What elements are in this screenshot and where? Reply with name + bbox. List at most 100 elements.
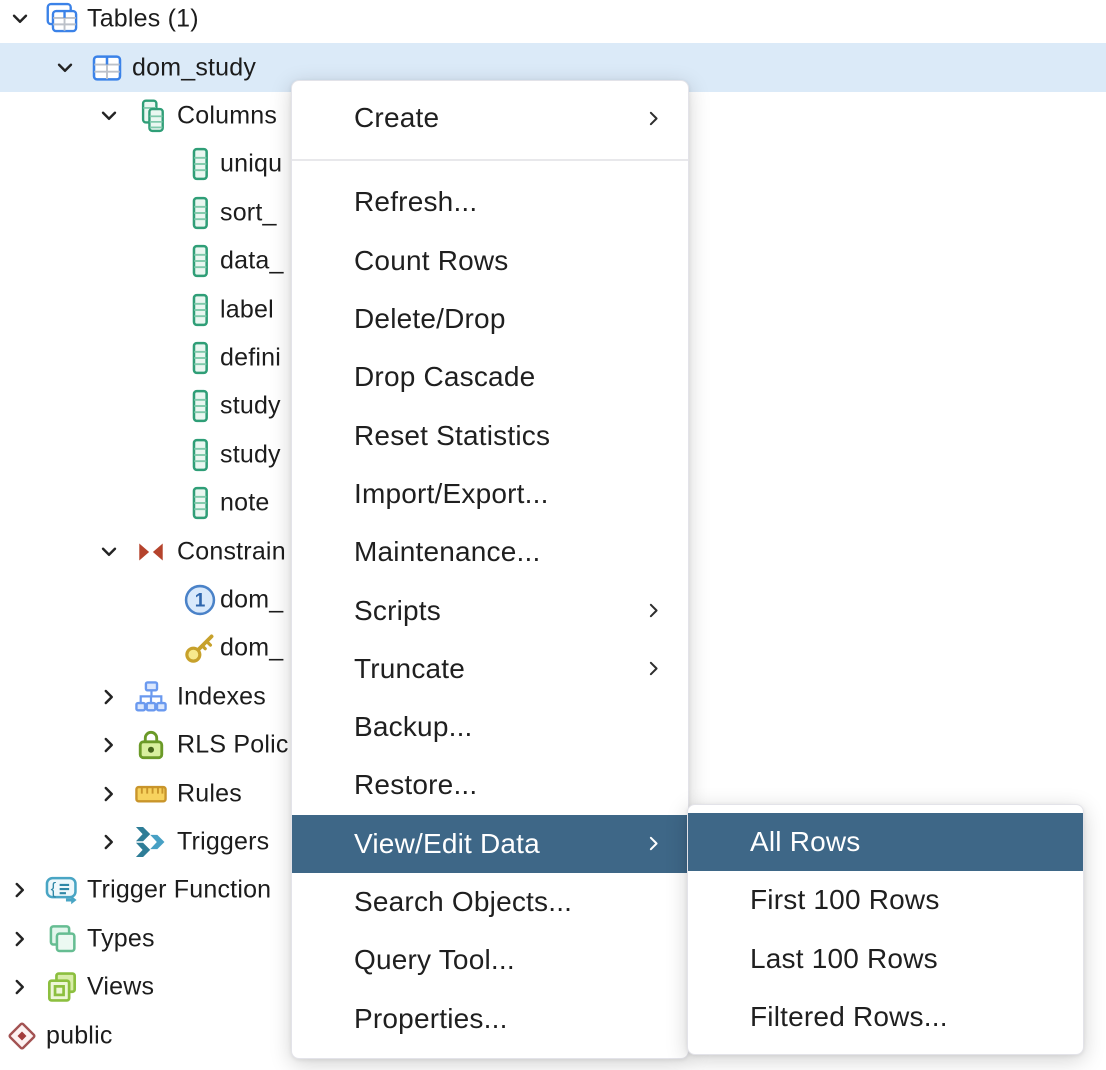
constraints-icon xyxy=(132,533,170,571)
column-icon xyxy=(181,484,219,522)
chevron-down-icon[interactable] xyxy=(98,105,120,127)
menu-item-drop-cascade[interactable]: Drop Cascade xyxy=(292,348,688,406)
table-context-menu: CreateRefresh... Count RowsDelete/DropDro… xyxy=(291,80,689,1059)
menu-item-query-tool[interactable]: Query Tool... xyxy=(292,931,688,989)
menu-item-create[interactable]: Create xyxy=(292,89,688,147)
menu-item-label: Drop Cascade xyxy=(354,361,535,393)
menu-item-label: Truncate xyxy=(354,653,465,685)
tree-item-label: Constrain xyxy=(177,537,286,566)
menu-item-count-rows[interactable]: Count Rows xyxy=(292,232,688,290)
tree-item-label: dom_study xyxy=(132,53,256,82)
column-icon xyxy=(181,242,219,280)
menu-item-label: Scripts xyxy=(354,595,441,627)
menu-item-label: Import/Export... xyxy=(354,478,549,510)
menu-item-backup[interactable]: Backup... xyxy=(292,698,688,756)
chevron-right-icon[interactable] xyxy=(98,783,120,805)
menu-item-import-export[interactable]: Import/Export... xyxy=(292,465,688,523)
tree-item-label: Views xyxy=(87,973,154,1002)
menu-item-delete-drop[interactable]: Delete/Drop xyxy=(292,290,688,348)
menu-item-label: Refresh... xyxy=(354,186,477,218)
menu-item-label: Count Rows xyxy=(354,245,509,277)
chevron-right-icon[interactable] xyxy=(98,734,120,756)
column-icon xyxy=(181,145,219,183)
tree-item-label: uniqu xyxy=(220,150,282,179)
column-icon xyxy=(181,339,219,377)
column-icon xyxy=(181,436,219,474)
submenu-arrow-icon xyxy=(643,833,664,854)
menu-item-view-edit-data[interactable]: View/Edit Data xyxy=(292,815,688,873)
chevron-right-icon[interactable] xyxy=(9,928,31,950)
triggers-icon xyxy=(132,823,170,861)
menu-item-all-rows[interactable]: All Rows xyxy=(688,813,1083,871)
tree-item-label: sort_ xyxy=(220,198,277,227)
menu-item-last-100-rows[interactable]: Last 100 Rows xyxy=(688,930,1083,988)
menu-item-truncate[interactable]: Truncate xyxy=(292,640,688,698)
submenu-arrow-icon xyxy=(643,600,664,621)
primary-key-icon xyxy=(181,629,219,667)
indexes-icon xyxy=(132,678,170,716)
chevron-down-icon[interactable] xyxy=(9,8,31,30)
tree-item-label: Indexes xyxy=(177,682,266,711)
chevron-down-icon[interactable] xyxy=(54,57,76,79)
tree-item-label: study xyxy=(220,440,281,469)
menu-separator xyxy=(292,159,688,161)
tree-item-label: defini xyxy=(220,343,281,372)
chevron-right-icon[interactable] xyxy=(9,976,31,998)
menu-item-search-objects[interactable]: Search Objects... xyxy=(292,873,688,931)
columns-icon xyxy=(132,97,170,135)
types-icon xyxy=(43,920,81,958)
menu-item-maintenance[interactable]: Maintenance... xyxy=(292,523,688,581)
menu-item-label: Create xyxy=(354,102,439,134)
menu-item-label: Maintenance... xyxy=(354,536,540,568)
tree-item-label: Rules xyxy=(177,779,242,808)
chevron-right-icon[interactable] xyxy=(9,879,31,901)
check-constraint-icon: 1 xyxy=(181,581,219,619)
menu-item-label: Delete/Drop xyxy=(354,303,506,335)
menu-item-label: Properties... xyxy=(354,1003,508,1035)
menu-item-refresh[interactable]: Refresh... xyxy=(292,173,688,231)
view-edit-data-submenu: All RowsFirst 100 RowsLast 100 RowsFilte… xyxy=(687,804,1084,1055)
menu-item-label: Restore... xyxy=(354,769,477,801)
menu-item-label: Query Tool... xyxy=(354,944,515,976)
trigger-functions-icon: { xyxy=(43,871,81,909)
menu-item-label: Filtered Rows... xyxy=(750,1001,948,1033)
views-icon xyxy=(43,968,81,1006)
menu-item-reset-statistics[interactable]: Reset Statistics xyxy=(292,406,688,464)
tree-item-label: Columns xyxy=(177,101,277,130)
column-icon xyxy=(181,291,219,329)
menu-item-label: View/Edit Data xyxy=(354,828,540,860)
tree-item-label: note xyxy=(220,489,269,518)
chevron-right-icon[interactable] xyxy=(98,686,120,708)
menu-item-properties[interactable]: Properties... xyxy=(292,989,688,1047)
menu-item-label: Backup... xyxy=(354,711,473,743)
menu-item-label: Last 100 Rows xyxy=(750,943,938,975)
submenu-arrow-icon xyxy=(643,658,664,679)
menu-item-restore[interactable]: Restore... xyxy=(292,756,688,814)
column-icon xyxy=(181,387,219,425)
submenu-arrow-icon xyxy=(643,108,664,129)
tree-item-label: data_ xyxy=(220,247,284,276)
menu-item-first-100-rows[interactable]: First 100 Rows xyxy=(688,871,1083,929)
rules-icon xyxy=(132,775,170,813)
menu-item-label: First 100 Rows xyxy=(750,884,940,916)
menu-item-scripts[interactable]: Scripts xyxy=(292,581,688,639)
menu-item-label: Reset Statistics xyxy=(354,420,550,452)
tree-item-label: Triggers xyxy=(177,827,269,856)
tree-item-label: Tables (1) xyxy=(87,5,199,34)
chevron-down-icon[interactable] xyxy=(98,541,120,563)
rls-policies-icon xyxy=(132,726,170,764)
column-icon xyxy=(181,194,219,232)
tree-item-label: RLS Polic xyxy=(177,731,289,760)
tree-item-label: public xyxy=(46,1021,113,1050)
tree-item-label: Trigger Function xyxy=(87,876,271,905)
tree-item-tables-1[interactable]: Tables (1) xyxy=(0,0,1106,43)
tree-item-label: dom_ xyxy=(220,585,283,614)
tree-item-label: study xyxy=(220,392,281,421)
tree-item-label: dom_ xyxy=(220,634,283,663)
table-icon xyxy=(88,49,126,87)
menu-item-label: All Rows xyxy=(750,826,861,858)
tree-item-label: Types xyxy=(87,924,155,953)
tree-item-label: label xyxy=(220,295,274,324)
menu-item-filtered-rows[interactable]: Filtered Rows... xyxy=(688,988,1083,1046)
chevron-right-icon[interactable] xyxy=(98,831,120,853)
